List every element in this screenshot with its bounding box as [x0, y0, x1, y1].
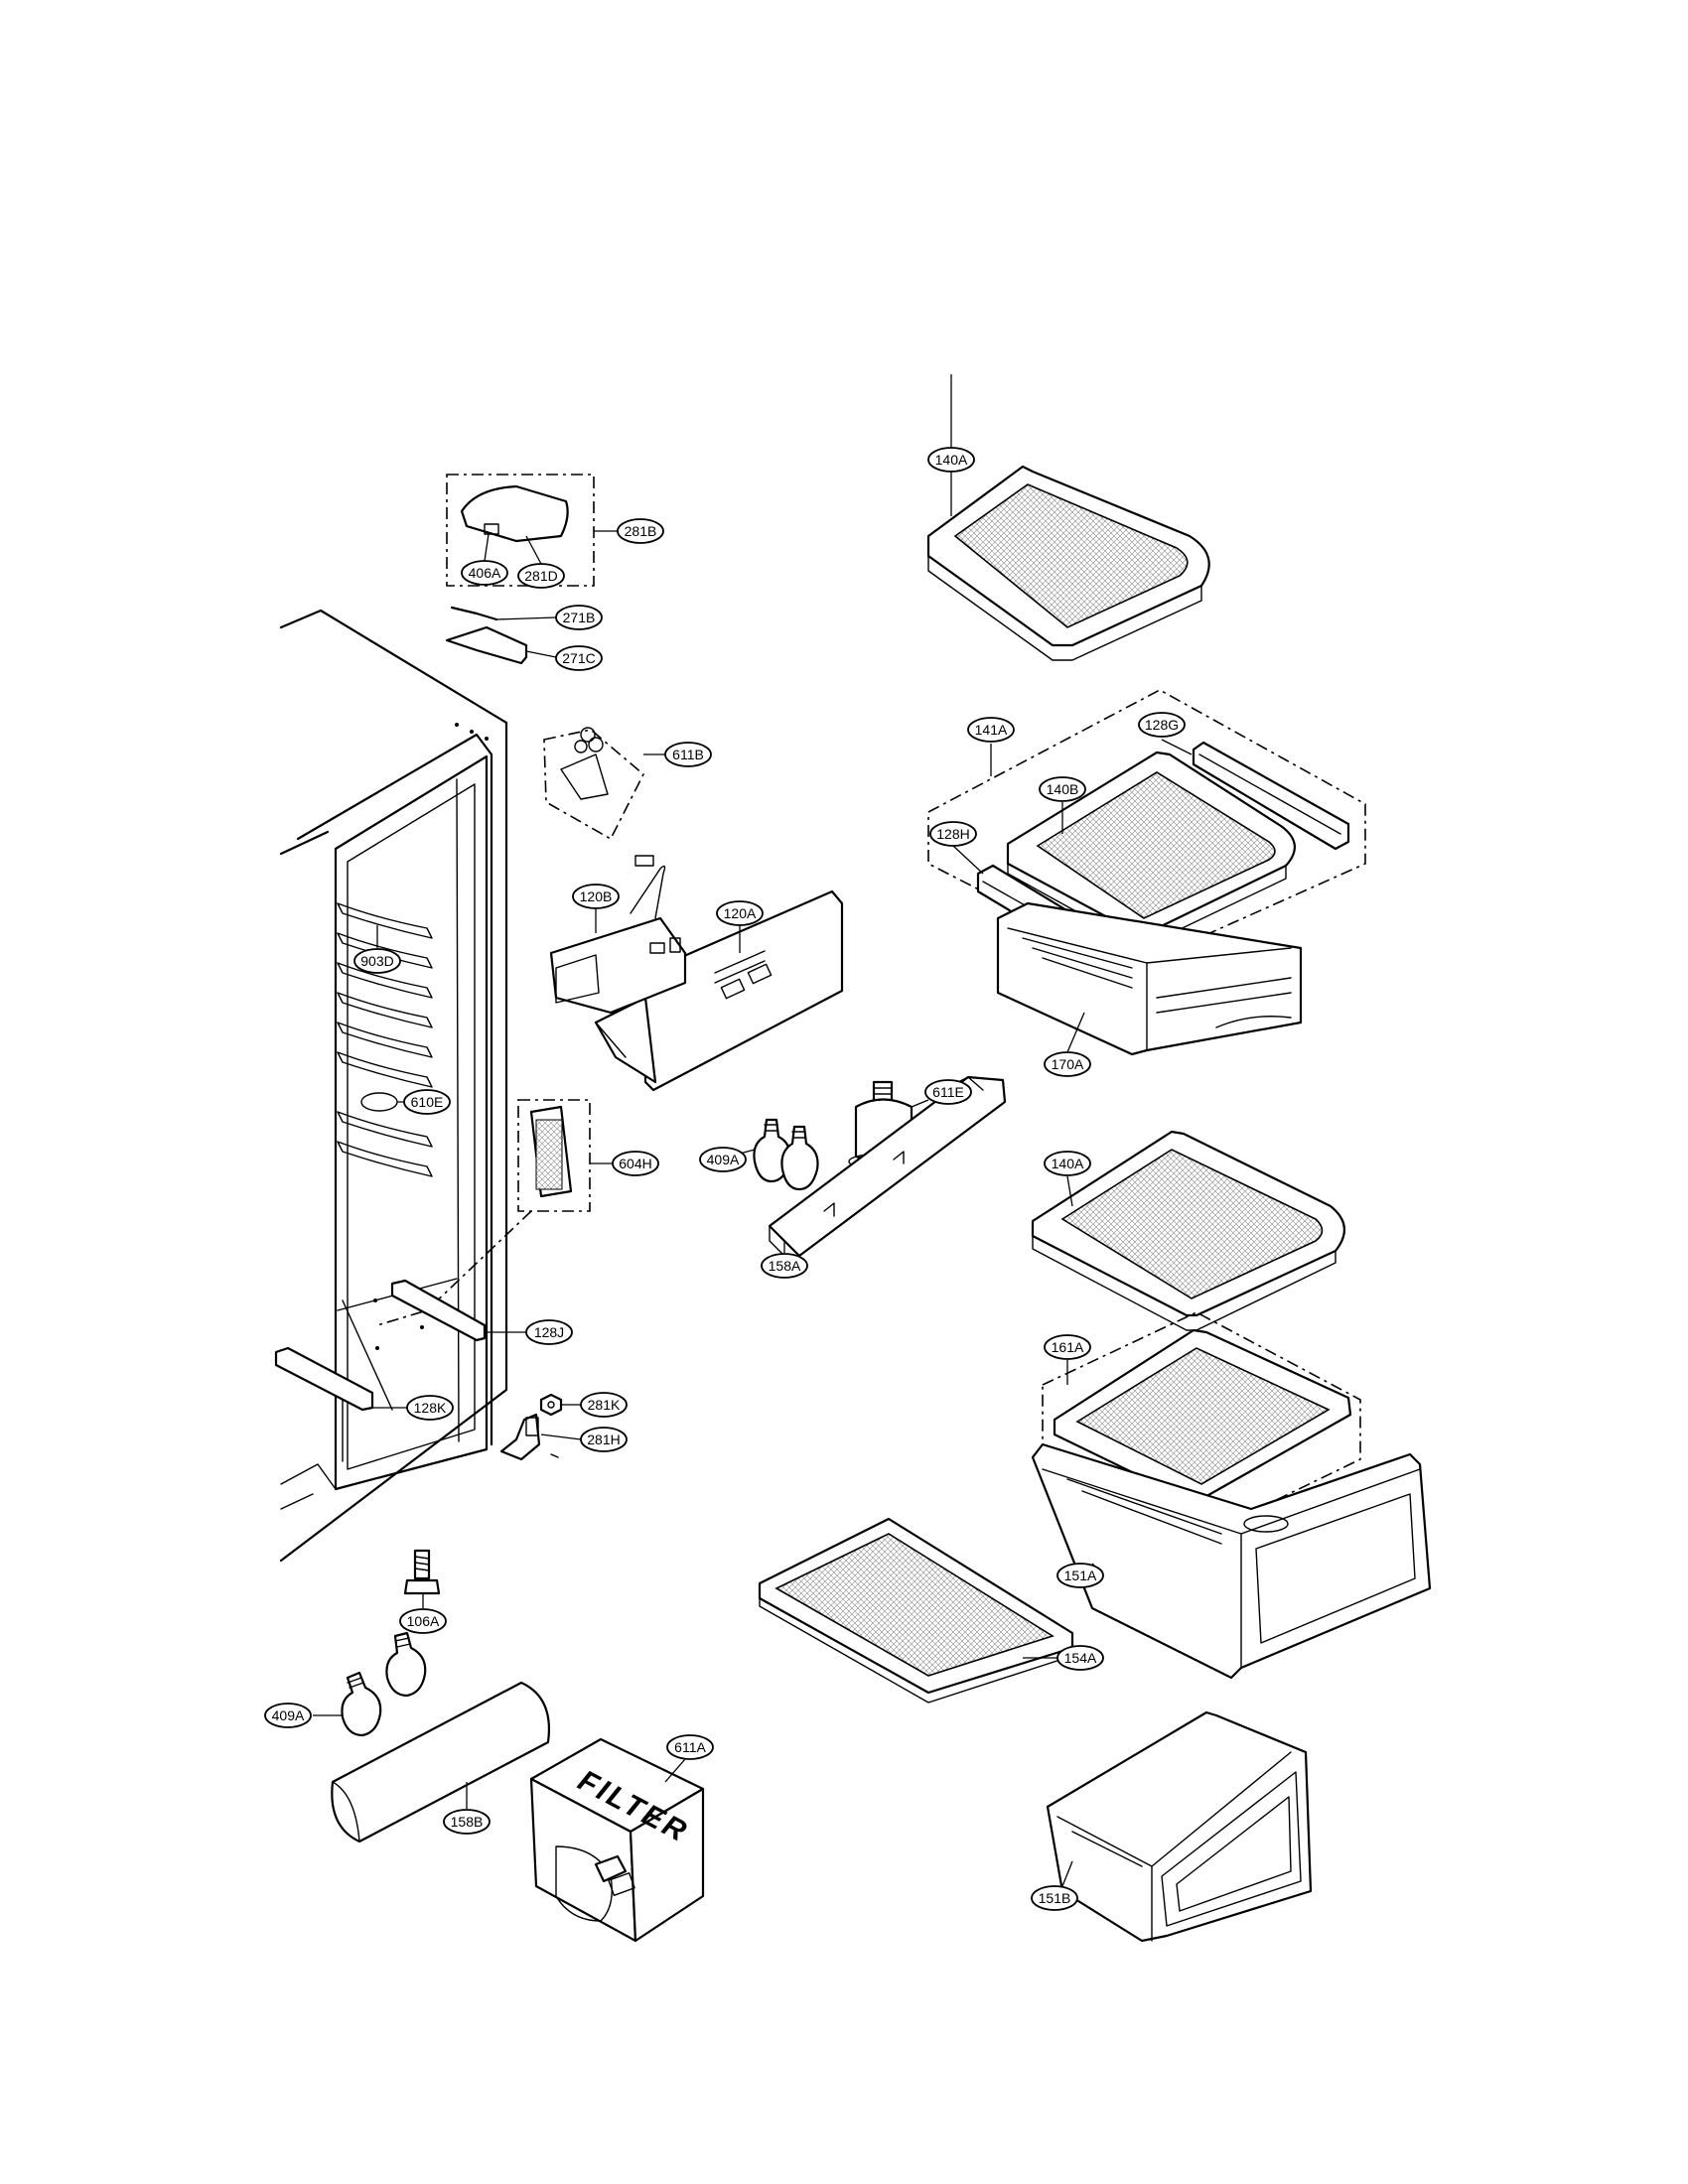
callout-128G: 128G — [1138, 712, 1186, 738]
callout-281B: 281B — [594, 518, 664, 544]
151A-crisper-drawer — [1031, 1442, 1432, 1680]
svg-text:128G: 128G — [1145, 717, 1179, 733]
svg-text:611B: 611B — [672, 747, 704, 762]
svg-text:128K: 128K — [414, 1400, 447, 1416]
svg-text:141A: 141A — [975, 722, 1008, 738]
svg-text:140B: 140B — [1047, 781, 1079, 797]
callout-611E: 611E — [924, 1079, 972, 1105]
callout-140A-middle: 140A — [1044, 1151, 1091, 1176]
svg-text:271B: 271B — [563, 610, 596, 625]
callout-151A: 151A — [1056, 1563, 1104, 1588]
svg-text:610E: 610E — [411, 1094, 444, 1110]
106A-leveling-leg — [403, 1549, 441, 1608]
140B-shelf — [1006, 751, 1296, 946]
svg-text:128H: 128H — [936, 826, 969, 842]
604H-dashed-group — [517, 1099, 614, 1212]
svg-text:161A: 161A — [1052, 1339, 1084, 1355]
svg-text:106A: 106A — [407, 1613, 440, 1629]
callout-128J: 128J — [525, 1319, 573, 1345]
callout-611A: 611A — [666, 1734, 714, 1760]
120A-bracket — [594, 889, 844, 1092]
callout-161A: 161A — [1044, 1334, 1091, 1360]
callout-151B: 151B — [1031, 1885, 1078, 1911]
svg-text:281K: 281K — [588, 1397, 621, 1413]
140A-shelf-middle — [1031, 1130, 1345, 1331]
611A-filter-box: FILTER — [529, 1737, 705, 1943]
158B-light-cover — [331, 1681, 550, 1843]
161A-dashed-group — [1042, 1311, 1361, 1535]
callout-610E: 610E — [403, 1089, 451, 1115]
svg-text:128J: 128J — [534, 1324, 564, 1340]
callout-903D: 903D — [353, 948, 401, 974]
callout-281K: 281K — [580, 1392, 628, 1418]
141A-dashed-group — [927, 689, 1366, 969]
callout-271C: 271C — [555, 645, 603, 671]
callout-271B: 271B — [555, 605, 603, 630]
callout-141A: 141A — [967, 717, 1015, 743]
128J-rail — [390, 1279, 526, 1342]
140A-shelf-top — [926, 374, 1210, 661]
120B-lamp-socket — [549, 855, 687, 1015]
callout-140A-top: 140A — [927, 447, 975, 473]
svg-text:158A: 158A — [769, 1258, 801, 1274]
callout-128H: 128H — [929, 821, 977, 847]
refrigerator-cabinet — [279, 609, 508, 1563]
409A-bulbs-middle — [739, 1118, 819, 1191]
callout-170A: 170A — [1044, 1051, 1091, 1077]
svg-text:903D: 903D — [360, 953, 393, 969]
170A-crisper-pan — [996, 901, 1303, 1056]
svg-text:120B: 120B — [580, 888, 613, 904]
svg-text:151A: 151A — [1064, 1568, 1097, 1583]
128K-rail — [274, 1346, 407, 1412]
callout-406A: 406A — [461, 560, 508, 586]
281-hinge-parts — [499, 1393, 582, 1461]
callout-106A: 106A — [399, 1608, 447, 1634]
409A-bulbs-bottom — [313, 1631, 427, 1737]
svg-text:170A: 170A — [1052, 1056, 1084, 1072]
callout-409A-bottom: 409A — [264, 1703, 312, 1728]
svg-text:158B: 158B — [451, 1814, 484, 1830]
svg-text:271C: 271C — [562, 650, 595, 666]
callout-409A-middle: 409A — [699, 1147, 747, 1172]
svg-text:154A: 154A — [1064, 1650, 1097, 1666]
svg-text:604H: 604H — [619, 1156, 651, 1171]
611B-dashed-group — [543, 727, 665, 841]
svg-text:120A: 120A — [724, 905, 757, 921]
svg-text:409A: 409A — [272, 1707, 305, 1723]
callout-128K: 128K — [406, 1395, 454, 1421]
svg-text:406A: 406A — [469, 565, 501, 581]
svg-text:140A: 140A — [935, 452, 968, 468]
callout-281H: 281H — [580, 1427, 628, 1452]
svg-text:611A: 611A — [674, 1739, 706, 1755]
callout-120A: 120A — [716, 900, 764, 926]
callout-281D: 281D — [517, 563, 565, 589]
callout-154A: 154A — [1056, 1645, 1104, 1671]
svg-text:611E: 611E — [932, 1084, 964, 1100]
callout-120B: 120B — [572, 884, 620, 909]
svg-text:281H: 281H — [587, 1432, 620, 1447]
128G-rail — [1192, 741, 1350, 851]
callout-604H: 604H — [612, 1151, 659, 1176]
callout-158A: 158A — [761, 1253, 808, 1279]
cabinet-shelf-ribs — [337, 902, 433, 1177]
154A-crisper-glass — [758, 1517, 1074, 1704]
151B-freezer-basket — [1046, 1710, 1313, 1943]
271-clips — [445, 606, 557, 665]
281B-dashed-group — [446, 474, 595, 587]
svg-text:151B: 151B — [1039, 1890, 1071, 1906]
callout-158B: 158B — [443, 1809, 491, 1835]
svg-text:281D: 281D — [524, 568, 557, 584]
svg-text:140A: 140A — [1052, 1156, 1084, 1171]
callout-140B: 140B — [1039, 776, 1086, 802]
svg-text:281B: 281B — [625, 523, 657, 539]
callout-611B: 611B — [664, 742, 712, 767]
161A-crisper-cover — [1053, 1328, 1352, 1503]
svg-text:409A: 409A — [707, 1152, 740, 1167]
